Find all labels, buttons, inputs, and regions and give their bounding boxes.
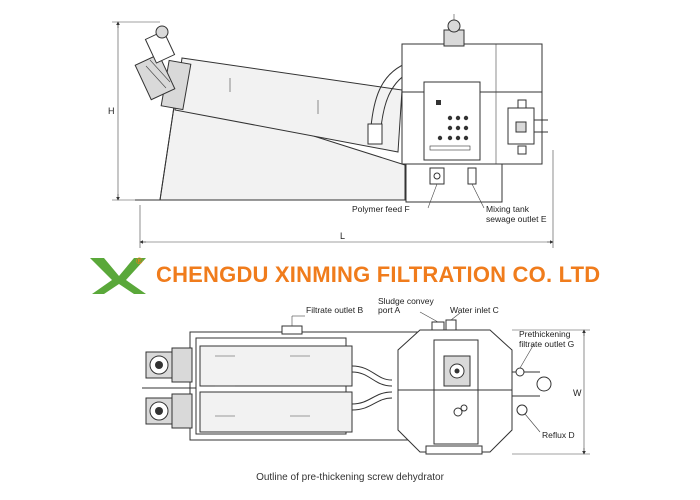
control-panel [423,81,481,161]
sludge-convey-port [431,321,445,331]
side-view: H L [108,14,554,248]
company-banner: ® CHENGDU XINMING FILTRATION CO. LTD [88,254,600,296]
prethickening-outlet-port [515,367,525,377]
sewage-outlet-port [467,167,477,185]
screw-drum-lower [199,391,353,433]
xm-logo-icon: ® [90,256,146,294]
top-view: W Filtrate outlet B Sludge convey port A… [142,296,590,455]
label-sewage-outlet: sewage outlet E [486,214,547,224]
label-prethickening-outlet: filtrate outlet G [519,339,574,349]
mixing-tank-base [405,163,503,203]
screw-drum-upper [199,345,353,387]
control-panel-buttons [429,100,471,151]
label-filtrate-outlet: Filtrate outlet B [306,305,363,315]
water-inlet-port [445,319,457,331]
pipe-coupling [367,123,383,145]
drawing-caption: Outline of pre-thickening screw dehydrat… [256,472,444,483]
label-mixing-tank: Mixing tank [486,204,530,214]
dimension-h-label: H [108,106,115,116]
width-dimension: W [512,329,590,455]
dimension-l-label: L [340,231,345,241]
right-outlets [512,367,552,416]
svg-text:®: ® [136,256,143,266]
label-sludge-convey: Sludge convey [378,296,435,306]
filtrate-outlet-nozzle [281,325,303,335]
label-water-inlet: Water inlet C [450,305,499,315]
drive-motor [134,25,176,101]
top-motors [142,347,196,429]
dimension-w-label: W [573,388,582,398]
company-name: CHENGDU XINMING FILTRATION CO. LTD [156,262,601,287]
label-sludge-port: port A [378,305,401,315]
label-polymer-feed: Polymer feed F [352,204,410,214]
label-reflux: Reflux D [542,430,575,440]
label-prethickening: Prethickening [519,329,571,339]
reflux-port [516,404,528,416]
length-dimension: L [139,150,554,248]
